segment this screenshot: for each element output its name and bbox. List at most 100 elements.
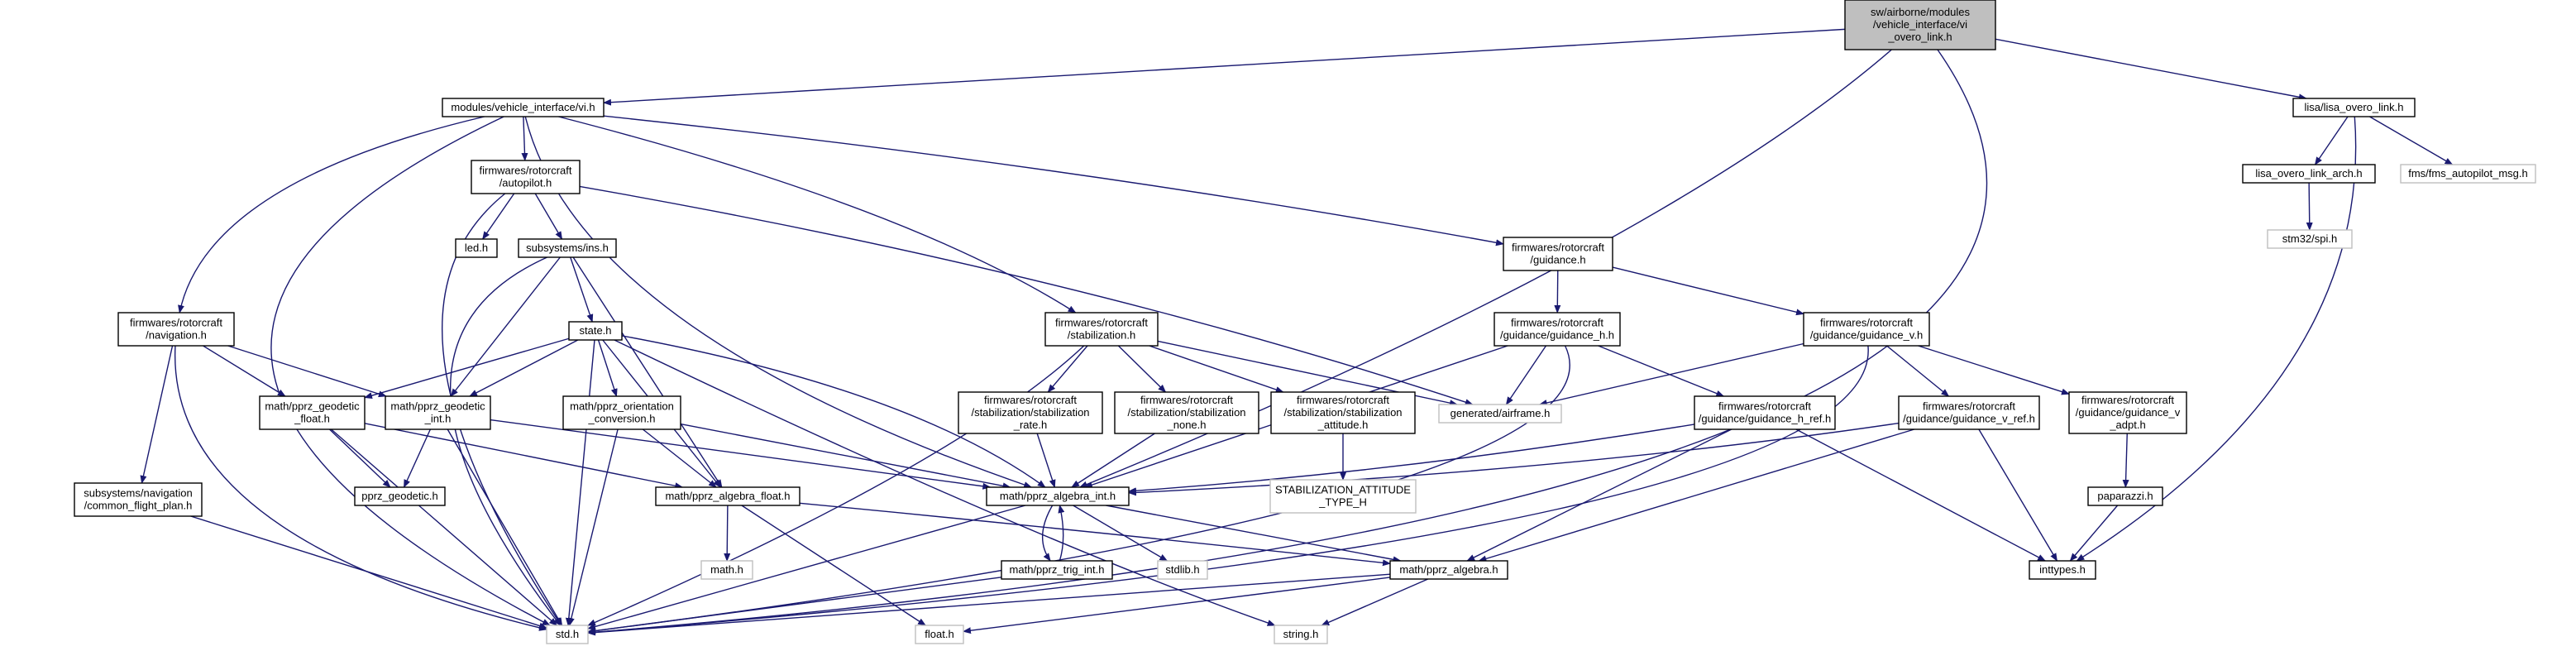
node-root[interactable]: sw/airborne/modules/vehicle_interface/vi… — [1844, 0, 1996, 50]
node-label-line: firmwares/rotorcraft — [1140, 394, 1233, 406]
edge-algebra-int-h-to-stdlib-h — [1073, 505, 1169, 562]
node-inttypes-h[interactable]: inttypes.h — [2029, 560, 2096, 580]
node-label-line: float.h — [925, 628, 953, 640]
edge-guidance-h-h-to-generated-airframe-h — [1505, 345, 1547, 405]
node-geodetic-float-h[interactable]: math/pprz_geodetic_float.h — [259, 395, 366, 430]
edge-geodetic-float-h-to-algebra-float-h — [364, 423, 684, 490]
node-orientation-conversion-h[interactable]: math/pprz_orientation_conversion.h — [562, 395, 681, 430]
edge-guidance-v-ref-h-to-algebra-int-h — [1128, 422, 1900, 496]
node-stabilization-h[interactable]: firmwares/rotorcraft/stabilization.h — [1044, 312, 1159, 347]
node-guidance-v-adpt-h[interactable]: firmwares/rotorcraft/guidance/guidance_v… — [2068, 391, 2187, 434]
edge-ins-h-to-state-h — [570, 256, 594, 323]
node-label-line: stdlib.h — [1165, 563, 1199, 576]
edge-algebra-h-to-float-h — [963, 577, 1391, 634]
edge-state-h-to-std-h — [565, 339, 595, 626]
edge-vi-h-to-navigation-h — [178, 116, 485, 314]
node-label-line: modules/vehicle_interface/vi.h — [451, 101, 595, 113]
node-label-line: /guidance/guidance_v.h — [1810, 329, 1923, 342]
edges-layer — [140, 28, 2454, 636]
node-label-line: firmwares/rotorcraft — [1512, 242, 1604, 254]
node-stm32-spi-h: stm32/spi.h — [2267, 229, 2353, 249]
node-lisa-overo-link-arch-h[interactable]: lisa_overo_link_arch.h — [2242, 164, 2376, 184]
edge-stab-none-h-to-algebra-int-h — [1071, 433, 1155, 488]
node-label-line: lisa/lisa_overo_link.h — [2305, 101, 2404, 113]
edge-lisa-overo-link-h-to-fms-autopilot-msg-h — [2369, 116, 2454, 165]
edge-algebra-int-h-to-trig-int-h — [1041, 505, 1054, 562]
node-label-line: math/pprz_orientation — [570, 400, 674, 413]
node-label-line: firmwares/rotorcraft — [1718, 400, 1811, 413]
edge-guidance-h-to-guidance-v-h — [1612, 266, 1804, 316]
node-label-line: STABILIZATION_ATTITUDE — [1275, 484, 1411, 496]
node-label-line: _conversion.h — [588, 413, 656, 425]
edge-algebra-h-to-std-h — [587, 573, 1391, 636]
node-label-line: firmwares/rotorcraft — [1055, 317, 1148, 329]
node-math-h: math.h — [700, 560, 753, 580]
edge-root-to-vi-h — [603, 28, 1846, 106]
edge-lisa-overo-link-arch-h-to-stm32-spi-h — [2306, 182, 2313, 231]
edge-guidance-v-ref-h-to-inttypes-h — [1978, 428, 2058, 562]
node-trig-int-h[interactable]: math/pprz_trig_int.h — [1001, 560, 1113, 580]
node-label-line: firmwares/rotorcraft — [480, 165, 572, 177]
node-label-line: math/pprz_algebra_int.h — [1000, 490, 1116, 502]
node-stab-rate-h[interactable]: firmwares/rotorcraft/stabilization/stabi… — [958, 391, 1103, 434]
node-guidance-v-ref-h[interactable]: firmwares/rotorcraft/guidance/guidance_v… — [1898, 395, 2040, 430]
node-label-line: /stabilization/stabilization — [1283, 406, 1402, 419]
node-std-h: std.h — [546, 625, 589, 644]
node-guidance-h-h[interactable]: firmwares/rotorcraft/guidance/guidance_h… — [1494, 312, 1621, 347]
edge-guidance-v-ref-h-to-algebra-h — [1478, 428, 1914, 562]
node-label-line: _TYPE_H — [1318, 496, 1367, 509]
edge-autopilot-h-to-led-h — [482, 193, 515, 240]
node-guidance-h-ref-h[interactable]: firmwares/rotorcraft/guidance/guidance_h… — [1694, 395, 1836, 430]
node-label-line: /guidance/guidance_h.h — [1500, 329, 1614, 342]
node-paparazzi-h[interactable]: paparazzi.h — [2087, 486, 2163, 506]
node-stab-none-h[interactable]: firmwares/rotorcraft/stabilization/stabi… — [1114, 391, 1259, 434]
edge-ins-h-to-std-h — [449, 256, 562, 626]
node-label-line: /autopilot.h — [499, 177, 552, 189]
node-label-line: math/pprz_trig_int.h — [1010, 563, 1105, 576]
node-autopilot-h[interactable]: firmwares/rotorcraft/autopilot.h — [471, 160, 581, 194]
node-common-flight-plan-h[interactable]: subsystems/navigation/common_flight_plan… — [74, 482, 203, 517]
node-stab-attitude-type-h: STABILIZATION_ATTITUDE_TYPE_H — [1269, 479, 1417, 514]
node-label-line: math.h — [710, 563, 743, 576]
edge-guidance-h-to-guidance-h-h — [1554, 270, 1561, 314]
node-label-line: _rate.h — [1013, 419, 1047, 431]
node-led-h[interactable]: led.h — [455, 238, 498, 258]
node-label-line: pprz_geodetic.h — [361, 490, 438, 502]
edge-navigation-h-to-geodetic-int-h — [227, 345, 387, 398]
node-label-line: /vehicle_interface/vi — [1873, 18, 1967, 31]
edge-vi-h-to-guidance-h — [603, 115, 1504, 247]
node-label-line: lisa_overo_link_arch.h — [2255, 167, 2362, 180]
node-algebra-h[interactable]: math/pprz_algebra.h — [1389, 560, 1508, 580]
node-geodetic-int-h[interactable]: math/pprz_geodetic_int.h — [385, 395, 491, 430]
edge-paparazzi-h-to-inttypes-h — [2069, 505, 2119, 562]
edge-geodetic-int-h-to-algebra-int-h — [490, 419, 992, 490]
edge-algebra-float-h-to-algebra-h — [799, 502, 1391, 567]
node-ins-h[interactable]: subsystems/ins.h — [518, 238, 617, 258]
node-label-line: generated/airframe.h — [1450, 407, 1551, 419]
node-state-h[interactable]: state.h — [568, 321, 623, 341]
node-guidance-h[interactable]: firmwares/rotorcraft/guidance.h — [1503, 237, 1613, 271]
node-pprz-geodetic-h[interactable]: pprz_geodetic.h — [354, 486, 446, 506]
node-label-line: firmwares/rotorcraft — [1511, 317, 1603, 329]
node-stab-attitude-h[interactable]: firmwares/rotorcraft/stabilization/stabi… — [1270, 391, 1416, 434]
node-navigation-h[interactable]: firmwares/rotorcraft/navigation.h — [117, 312, 235, 347]
edge-guidance-h-ref-h-to-inttypes-h — [1795, 428, 2047, 562]
node-label-line: subsystems/ins.h — [526, 242, 609, 254]
node-label-line: math/pprz_algebra_float.h — [665, 490, 790, 502]
node-label-line: firmwares/rotorcraft — [1923, 400, 2015, 413]
node-vi-h[interactable]: modules/vehicle_interface/vi.h — [442, 98, 605, 117]
node-label-line: _int.h — [424, 413, 452, 425]
edge-guidance-v-h-to-generated-airframe-h — [1538, 342, 1804, 406]
node-algebra-float-h[interactable]: math/pprz_algebra_float.h — [655, 486, 801, 506]
node-guidance-v-h[interactable]: firmwares/rotorcraft/guidance/guidance_v… — [1803, 312, 1930, 347]
edge-algebra-int-h-to-std-h — [587, 505, 1026, 630]
edge-state-h-to-algebra-int-h — [621, 335, 1046, 488]
node-lisa-overo-link-h[interactable]: lisa/lisa_overo_link.h — [2292, 98, 2416, 117]
node-label-line: led.h — [465, 242, 488, 254]
node-algebra-int-h[interactable]: math/pprz_algebra_int.h — [986, 486, 1130, 506]
edge-geodetic-int-h-to-pprz-geodetic-h — [403, 428, 432, 488]
node-fms-autopilot-msg-h: fms/fms_autopilot_msg.h — [2400, 164, 2536, 184]
edge-stab-rate-h-to-algebra-int-h — [1036, 433, 1056, 488]
node-label-line: std.h — [556, 628, 579, 640]
